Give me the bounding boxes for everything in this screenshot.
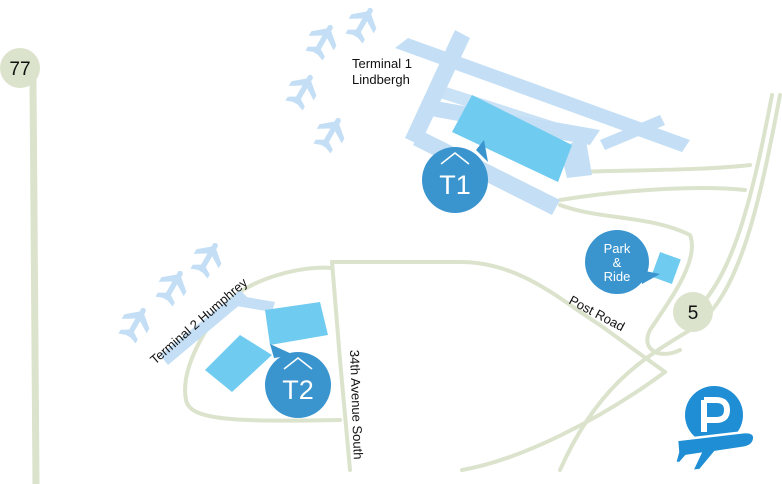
terminal-house-icon (283, 357, 313, 370)
t2-building-south (205, 335, 272, 392)
terminal-1-marker[interactable]: T1 (422, 140, 488, 213)
terminal-2-airfield (160, 290, 275, 365)
park-ride-line2: & (613, 255, 622, 270)
highway-77-shield: 77 (0, 48, 40, 88)
t2-spur (230, 295, 275, 312)
airport-parking-icon[interactable] (673, 386, 756, 473)
airplane-icons (114, 0, 385, 346)
highway-5-shield: 5 (673, 292, 713, 332)
airplane-icon (673, 430, 756, 473)
highway-77-road (29, 76, 40, 484)
airplane-icon (309, 110, 353, 156)
airplane-icon (151, 263, 195, 309)
terminal-2-marker-label: T2 (282, 375, 314, 405)
t1-runway-main (395, 38, 690, 152)
t1-access-road (558, 186, 747, 202)
t2-building-north (265, 302, 328, 345)
t1-loop-road (558, 203, 694, 356)
t1-apron (600, 115, 665, 150)
terminal-1-label-line2: Lindbergh (352, 72, 410, 87)
park-ride-line1: Park (604, 241, 631, 256)
airplane-icon (114, 300, 158, 346)
34th-avenue-south-label: 34th Avenue South (347, 350, 366, 460)
terminal-1-building (452, 95, 572, 182)
airplane-icon (281, 67, 325, 113)
terminal-1-marker-label: T1 (439, 170, 471, 200)
park-ride-marker[interactable]: Park & Ride (585, 230, 660, 294)
road-network (29, 76, 782, 484)
post-road-label: Post Road (567, 292, 628, 334)
airplane-icon (301, 17, 345, 63)
34th-avenue-south (330, 260, 352, 472)
t2-loop-road (183, 265, 342, 423)
t2-runway (160, 290, 248, 365)
airplane-icon (341, 0, 385, 46)
park-ride-lot (651, 252, 681, 284)
park-ride-line3: Ride (604, 269, 631, 284)
highway-77-label: 77 (9, 59, 30, 80)
terminal-1-label-line1: Terminal 1 (352, 56, 412, 71)
highway-5-label: 5 (688, 303, 699, 324)
t1-access-road-b (573, 163, 752, 174)
south-connector-road (460, 370, 667, 472)
terminal-2-marker[interactable]: T2 (265, 344, 331, 418)
airplane-icon (186, 235, 230, 281)
terminal-house-icon (440, 152, 470, 165)
terminal-2-buildings (205, 302, 328, 392)
post-road (330, 260, 667, 374)
